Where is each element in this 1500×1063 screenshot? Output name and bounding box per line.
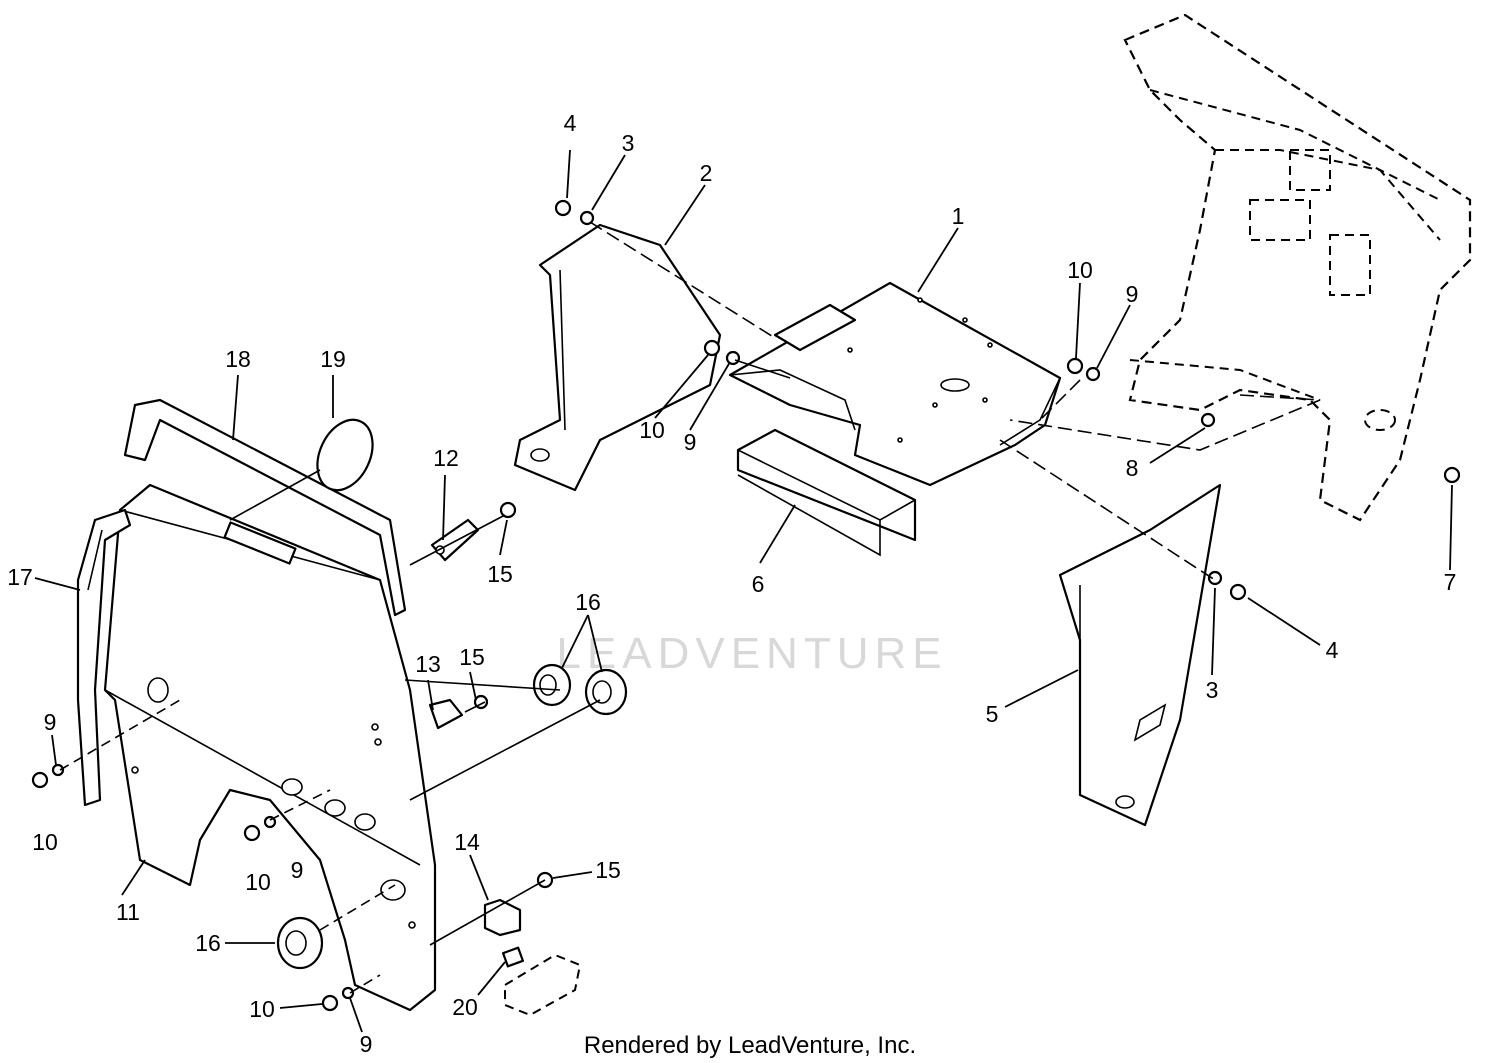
panel-part-11 — [103, 483, 437, 1012]
callout-11: 11 — [116, 899, 140, 925]
bushing-part-16-upper-a — [532, 663, 572, 707]
callout-8: 8 — [1126, 455, 1139, 481]
callout-16: 16 — [575, 589, 601, 615]
callout-4: 4 — [1326, 637, 1339, 663]
clip-part-13 — [428, 698, 464, 730]
callouts: 1 2 3 4 10 9 10 9 8 7 6 5 3 4 18 19 12 1… — [7, 110, 1456, 1057]
callout-9: 9 — [360, 1031, 373, 1057]
mount-outline-dashed — [504, 953, 582, 1017]
bracket-part-2 — [513, 223, 722, 492]
callout-10: 10 — [32, 829, 58, 855]
assembly-lines — [59, 221, 1321, 994]
callout-1: 1 — [952, 203, 965, 229]
callout-2: 2 — [700, 160, 713, 186]
callout-10: 10 — [249, 996, 275, 1022]
callout-17: 17 — [7, 564, 33, 590]
bracket-part-5 — [1058, 483, 1222, 827]
callout-12: 12 — [433, 445, 459, 471]
watermark: LEADVENTURE — [556, 629, 947, 678]
trim-strip-part-18 — [123, 398, 407, 617]
bushing-part-16-lower — [276, 916, 324, 970]
callout-9: 9 — [1126, 281, 1139, 307]
callout-16: 16 — [195, 930, 221, 956]
trim-strip-part-17 — [76, 508, 132, 807]
callout-4: 4 — [564, 110, 577, 136]
callout-3: 3 — [1206, 677, 1219, 703]
callout-18: 18 — [225, 346, 251, 372]
callout-10: 10 — [639, 417, 665, 443]
bushing-part-16-upper-b — [584, 668, 628, 716]
callout-15: 15 — [487, 561, 513, 587]
leader-lines — [34, 149, 1453, 1033]
callout-10: 10 — [1067, 257, 1093, 283]
fastener-part-20 — [501, 946, 525, 968]
callout-6: 6 — [752, 571, 765, 597]
callout-14: 14 — [454, 829, 480, 855]
callout-15: 15 — [595, 857, 621, 883]
render-credit: Rendered by LeadVenture, Inc. — [584, 1032, 916, 1059]
callout-15: 15 — [459, 644, 485, 670]
block-part-6 — [736, 428, 917, 557]
clip-part-12 — [430, 518, 480, 562]
callout-10: 10 — [245, 869, 271, 895]
callout-5: 5 — [986, 701, 999, 727]
hardware — [31, 199, 1461, 1012]
plug-part-19 — [316, 418, 374, 492]
callout-13: 13 — [415, 651, 441, 677]
callout-9: 9 — [684, 429, 697, 455]
callout-20: 20 — [452, 994, 478, 1020]
callout-7: 7 — [1444, 569, 1457, 595]
tractor-body-outline — [1123, 13, 1472, 522]
clip-part-14 — [483, 898, 522, 937]
callout-19: 19 — [320, 346, 346, 372]
callout-3: 3 — [622, 130, 635, 156]
callout-9: 9 — [44, 709, 57, 735]
callout-9: 9 — [291, 857, 304, 883]
support-plate-part-1 — [728, 281, 1062, 487]
